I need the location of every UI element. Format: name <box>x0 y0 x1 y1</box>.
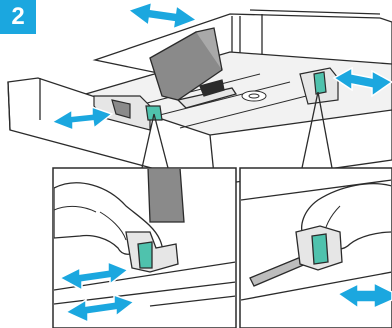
guide-release-tab-right <box>312 234 328 264</box>
guide-release-tab <box>138 242 152 268</box>
step-number-badge: 2 <box>0 0 36 34</box>
left-inset <box>53 168 236 328</box>
end-guide-detail <box>148 168 184 222</box>
right-inset <box>240 168 392 328</box>
top-double-arrow-icon <box>127 0 199 32</box>
